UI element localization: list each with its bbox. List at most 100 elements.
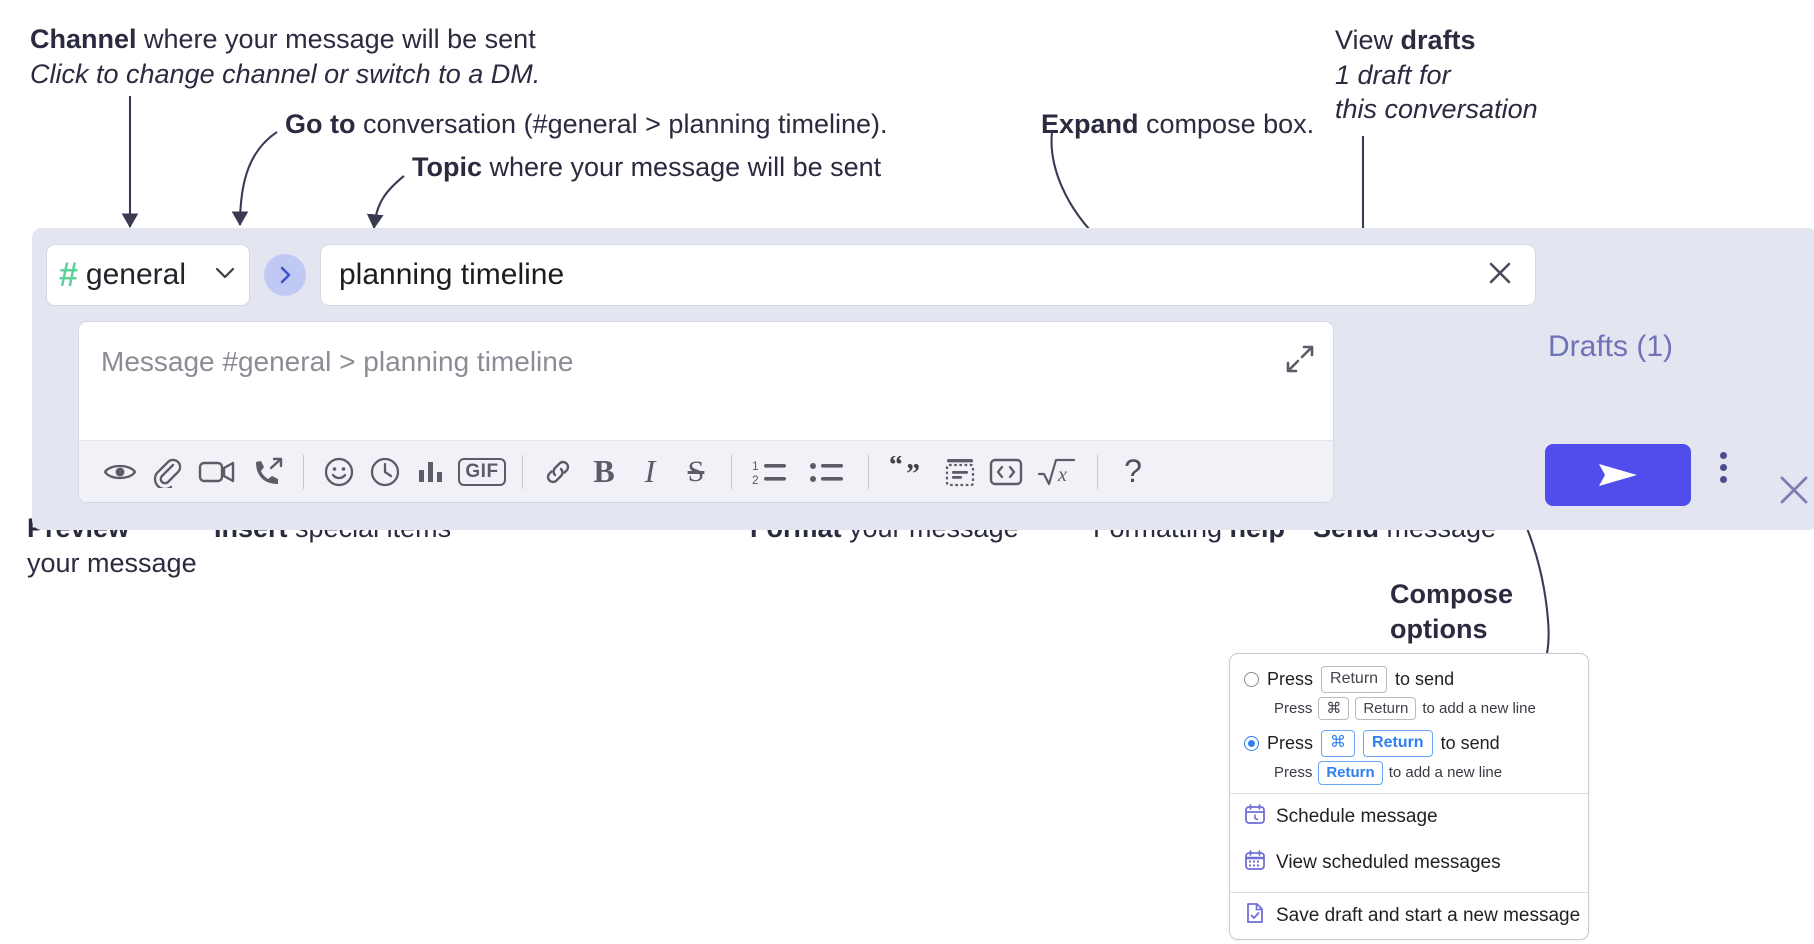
send-icon (1599, 464, 1637, 486)
toolbar-divider-5 (1097, 454, 1098, 489)
chevron-right-icon (280, 266, 291, 284)
send-option-return-main: Press Return to send (1244, 666, 1574, 693)
toolbar-divider-1 (303, 454, 304, 489)
italic-icon[interactable]: I (627, 449, 673, 495)
opt1-pre: Press (1267, 668, 1314, 689)
draft-check-icon (1244, 902, 1266, 930)
svg-text:1: 1 (752, 459, 759, 473)
video-icon[interactable] (189, 449, 245, 495)
compose-panel: # general planning timeline Message #gen… (32, 228, 1814, 530)
svg-text:2: 2 (752, 473, 759, 487)
gif-label: GIF (458, 457, 506, 486)
annotation-preview-rest: your message (27, 547, 197, 578)
annotation-expand: Expand compose box. (1041, 107, 1314, 142)
send-option-cmd-return-sub: Press Return to add a new line (1274, 761, 1574, 785)
toolbar-divider-2 (522, 454, 523, 489)
toolbar-divider-3 (731, 454, 732, 489)
inline-code-icon[interactable] (983, 449, 1029, 495)
svg-text:x: x (1057, 464, 1067, 486)
emoji-icon[interactable] (316, 449, 362, 495)
clear-topic-icon[interactable] (1483, 256, 1517, 295)
annotation-topic-strong: Topic (412, 152, 482, 182)
audio-clip-icon[interactable] (245, 449, 291, 495)
opt1-sub-key-cmd: ⌘ (1318, 696, 1350, 721)
menu-item-schedule-message-label: Schedule message (1276, 805, 1438, 827)
expand-compose-icon[interactable] (1285, 344, 1315, 379)
attachment-icon[interactable] (143, 449, 189, 495)
send-option-cmd-return-main: Press ⌘ Return to send (1244, 730, 1574, 758)
go-to-conversation-button[interactable] (264, 254, 306, 296)
opt2-post: to send (1440, 733, 1500, 754)
annotation-drafts: View drafts 1 draft for this conversatio… (1335, 23, 1538, 127)
send-button[interactable] (1545, 444, 1691, 506)
opt2-key-cmd: ⌘ (1321, 730, 1356, 758)
strikethrough-label: S (687, 454, 705, 488)
gif-icon[interactable]: GIF (454, 449, 510, 495)
radio-cmd-return-selected[interactable] (1244, 736, 1259, 752)
compose-header-row: # general planning timeline (46, 244, 1536, 306)
annotation-drafts-italic2: this conversation (1335, 94, 1538, 125)
opt1-post: to send (1395, 668, 1455, 689)
channel-selector[interactable]: # general (46, 244, 250, 306)
math-icon[interactable]: x (1029, 449, 1085, 495)
opt1-key-return: Return (1321, 666, 1388, 693)
annotation-drafts-pre: View (1335, 25, 1401, 55)
annotation-drafts-strong: drafts (1400, 25, 1476, 55)
send-option-cmd-return[interactable]: Press ⌘ Return to send Press Return to a… (1230, 728, 1588, 785)
svg-text:”: ” (906, 459, 920, 488)
compose-options-menu: Press Return to send Press ⌘ Return to a… (1229, 653, 1589, 940)
preview-icon[interactable] (97, 449, 143, 495)
link-icon[interactable] (535, 449, 581, 495)
annotation-channel-strong: Channel (30, 24, 137, 54)
annotation-goto-rest: conversation (#general > planning timeli… (355, 109, 888, 139)
blockquote-icon[interactable]: “” (881, 449, 937, 495)
opt2-pre: Press (1267, 733, 1314, 754)
compose-options-button[interactable] (1720, 452, 1727, 483)
menu-item-save-draft-label: Save draft and start a new message (1276, 904, 1581, 926)
clock-icon[interactable] (362, 449, 408, 495)
annotation-goto: Go to conversation (#general > planning … (285, 107, 888, 142)
chevron-down-icon (213, 265, 237, 286)
opt2-key-return: Return (1363, 730, 1433, 758)
kebab-dot-3 (1720, 476, 1727, 483)
code-block-icon[interactable] (937, 449, 983, 495)
topic-input[interactable]: planning timeline (320, 244, 1536, 306)
send-option-return-sub: Press ⌘ Return to add a new line (1274, 696, 1574, 721)
annotation-channel-italic: Click to change channel or switch to a D… (30, 58, 541, 89)
annotation-drafts-italic1: 1 draft for (1335, 59, 1451, 90)
annotation-expand-strong: Expand (1041, 109, 1139, 139)
menu-divider-1 (1230, 792, 1588, 794)
poll-icon[interactable] (408, 449, 454, 495)
menu-item-save-draft[interactable]: Save draft and start a new message (1230, 893, 1588, 939)
send-option-return[interactable]: Press Return to send Press ⌘ Return to a… (1230, 664, 1588, 721)
close-icon[interactable] (1774, 470, 1814, 515)
menu-item-view-scheduled-messages-label: View scheduled messages (1276, 851, 1501, 873)
calendar-clock-icon (1244, 803, 1266, 831)
bold-icon[interactable]: B (581, 449, 627, 495)
annotation-topic-rest: where your message will be sent (482, 152, 882, 182)
message-input[interactable]: Message #general > planning timeline (78, 321, 1334, 503)
menu-item-schedule-message[interactable]: Schedule message (1230, 794, 1588, 840)
opt2-sub-key-return: Return (1318, 761, 1383, 785)
annotation-topic: Topic where your message will be sent (412, 150, 881, 185)
help-label: ? (1124, 453, 1142, 489)
kebab-dot-1 (1720, 452, 1727, 459)
kebab-dot-2 (1720, 464, 1727, 471)
bulleted-list-icon[interactable] (800, 449, 856, 495)
calendar-grid-icon (1244, 849, 1266, 877)
annotation-goto-strong: Go to (285, 109, 356, 139)
channel-name: general (85, 258, 186, 291)
annotation-compose-options-strong2: options (1390, 613, 1488, 644)
toolbar-divider-4 (868, 454, 869, 489)
italic-label: I (644, 453, 656, 489)
annotation-expand-rest: compose box. (1138, 109, 1315, 139)
radio-return-unselected[interactable] (1244, 671, 1259, 687)
strikethrough-icon[interactable]: S (673, 449, 719, 495)
formatting-help-icon[interactable]: ? (1110, 449, 1156, 495)
topic-value: planning timeline (339, 258, 565, 291)
drafts-link[interactable]: Drafts (1) (1548, 330, 1674, 363)
menu-divider-2 (1230, 891, 1588, 893)
menu-item-view-scheduled-messages[interactable]: View scheduled messages (1230, 840, 1588, 886)
opt1-sub-pre: Press (1274, 700, 1313, 718)
